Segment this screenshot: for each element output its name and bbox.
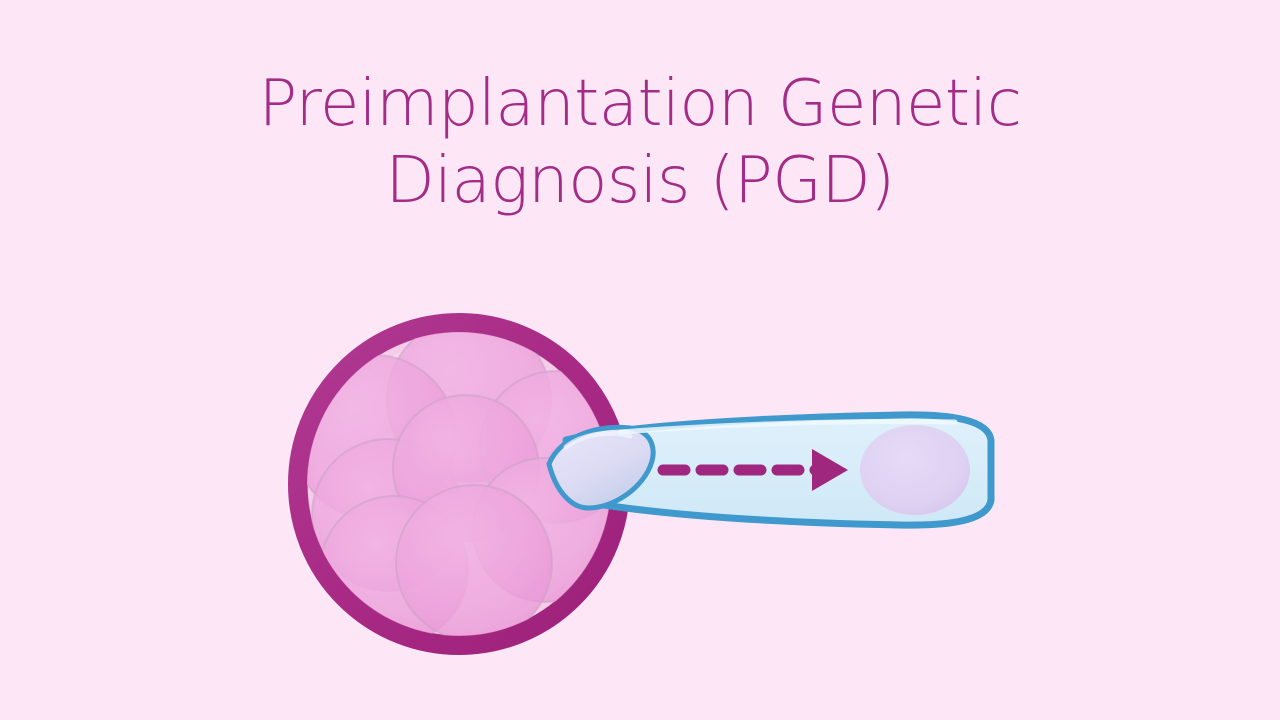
title-line-1: Preimplantation Genetic bbox=[258, 67, 1022, 141]
pipette-tip-highlight bbox=[563, 430, 633, 450]
arrow-head-icon bbox=[812, 449, 848, 491]
blastomere bbox=[395, 484, 553, 636]
extracted-blastomere bbox=[860, 425, 970, 515]
extraction-direction-arrow bbox=[657, 449, 848, 491]
title-line-2: Diagnosis (PGD) bbox=[385, 144, 895, 219]
embryo-group bbox=[288, 313, 630, 655]
pipette-barrel-highlight bbox=[617, 418, 958, 435]
page-title: Preimplantation Genetic Diagnosis (PGD) bbox=[0, 67, 1280, 219]
pipette-tip bbox=[546, 424, 656, 511]
micropipette-group bbox=[546, 411, 995, 529]
